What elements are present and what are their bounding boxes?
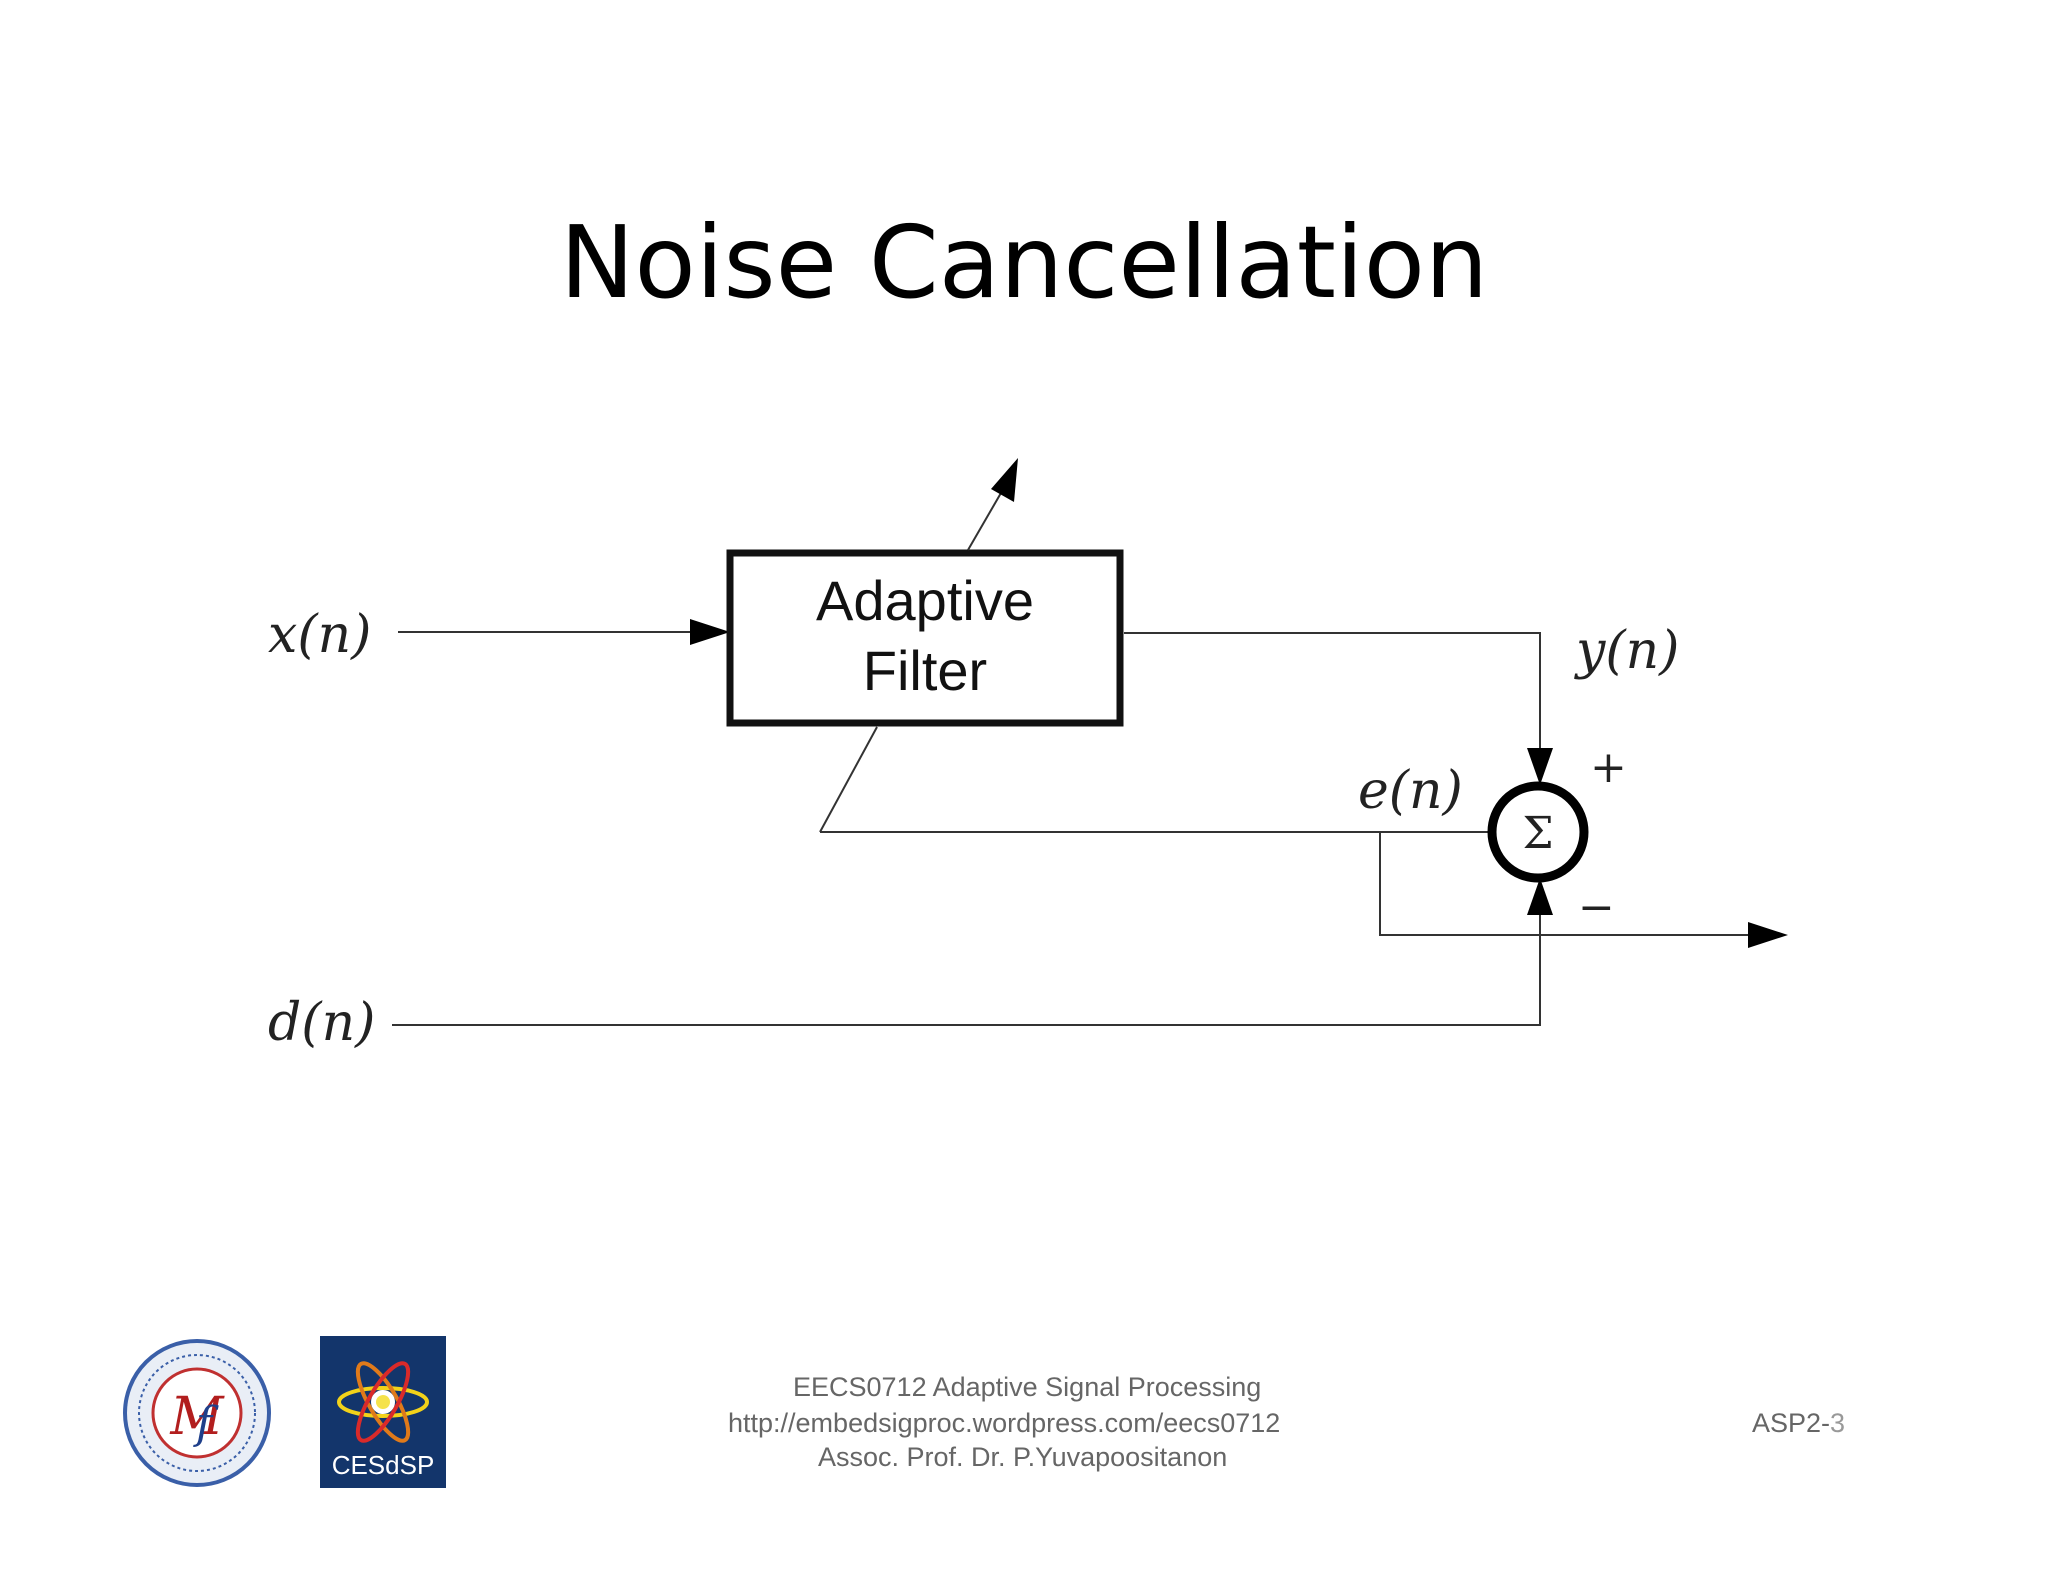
y-arrowhead [1527, 748, 1553, 785]
adaptation-arrowhead [991, 458, 1018, 502]
cesdsp-logo-text: CESdSP [331, 1450, 435, 1480]
block-label-filter: Filter [863, 639, 987, 702]
minus-sign: − [1578, 882, 1615, 933]
footer-course: EECS0712 Adaptive Signal Processing [793, 1372, 1262, 1402]
slide-number: ASP2-3 [1752, 1408, 1845, 1439]
plus-sign: + [1590, 742, 1627, 793]
cesdsp-logo: CESdSP [320, 1336, 446, 1488]
desired-signal-line [392, 915, 1541, 1026]
slide-number-prefix: ASP2- [1752, 1408, 1831, 1438]
desired-label-d: d(n) [268, 993, 375, 1053]
error-output-line [1379, 832, 1750, 936]
output-signal-line [1124, 632, 1541, 748]
university-seal-logo: M f [122, 1338, 272, 1488]
input-label-x: x(n) [268, 605, 371, 665]
slide-number-value: 3 [1830, 1408, 1846, 1438]
output-label-y: y(n) [1574, 621, 1679, 681]
summing-junction [1487, 781, 1589, 883]
block-label-adaptive: Adaptive [816, 569, 1034, 632]
svg-text:M: M [169, 1387, 225, 1447]
footer-url: http://embedsigproc.wordpress.com/eecs07… [728, 1408, 1281, 1438]
slide-title: Noise Cancellation [559, 204, 1489, 321]
error-output-arrowhead [1748, 922, 1788, 948]
adaptive-filter-block [726, 549, 1124, 727]
sum-symbol: Σ [1522, 808, 1553, 859]
d-arrowhead [1527, 878, 1553, 915]
input-arrowhead [690, 619, 730, 645]
adaptation-arrow-upper [967, 485, 1006, 551]
footer-author: Assoc. Prof. Dr. P.Yuvapoositanon [818, 1442, 1228, 1472]
adaptation-arrow-lower [819, 726, 878, 833]
error-label-e: e(n) [1358, 761, 1463, 821]
